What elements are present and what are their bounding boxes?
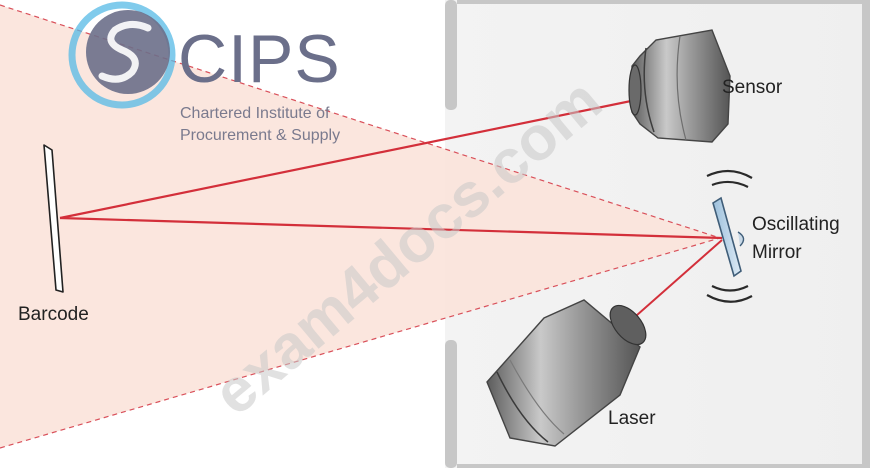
laser-label: Laser: [608, 408, 656, 429]
reflected-beam-to-sensor: [59, 98, 637, 220]
barcode-card: [43, 144, 64, 293]
logo-wordmark: CIPS: [178, 21, 341, 97]
logo-subtitle-line1: Chartered Institute of: [180, 105, 330, 122]
sensor-label: Sensor: [722, 77, 783, 98]
laser-device: [486, 299, 647, 447]
logo-ring-icon: [68, 1, 176, 109]
oscillating-mirror: [706, 169, 753, 303]
logo-s-mark-icon: [98, 21, 152, 83]
mirror-label-line1: Oscillating: [752, 214, 840, 235]
mirror-label-line2: Mirror: [752, 242, 802, 263]
cips-logo: CIPS Chartered Institute of Procurement …: [68, 1, 341, 144]
laser-beam-to-barcode: [59, 216, 723, 240]
logo-subtitle-line2: Procurement & Supply: [180, 127, 340, 144]
barcode-label: Barcode: [18, 304, 89, 325]
laser-beam-to-mirror: [627, 239, 723, 324]
sensor-device: [628, 29, 731, 143]
scan-fan-edge-bottom: [0, 237, 721, 449]
